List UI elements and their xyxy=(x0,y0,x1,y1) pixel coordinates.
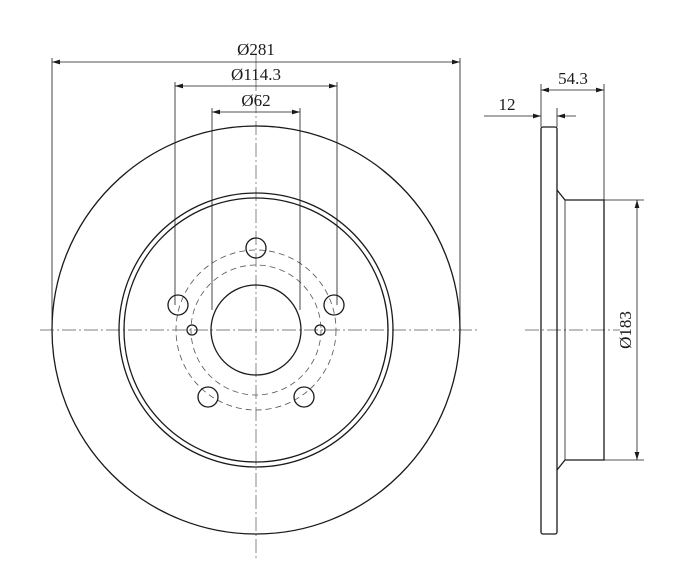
center-bore-label: Ø62 xyxy=(241,91,270,110)
bolt-hole xyxy=(293,386,315,408)
height-label: 54.3 xyxy=(558,69,588,88)
disc-hat-profile xyxy=(556,189,605,471)
locating-hole xyxy=(314,324,326,336)
outer-diameter-label: Ø281 xyxy=(237,40,275,59)
dimension-thickness: 12 xyxy=(484,95,576,127)
dimension-pcd: Ø114.3 xyxy=(174,65,338,305)
bolt-hole xyxy=(167,294,189,316)
side-view: 54.3 12 Ø183 xyxy=(484,69,644,535)
hat-diameter-label: Ø183 xyxy=(616,311,635,349)
disc-friction-ring xyxy=(540,126,558,535)
hidden-circle-bolt-pcd xyxy=(190,264,322,396)
center-bore xyxy=(210,284,302,376)
pcd-label: Ø114.3 xyxy=(231,65,281,84)
bolt-hole xyxy=(245,237,267,259)
hidden-circle-large xyxy=(175,249,337,411)
front-view: Ø281 Ø114.3 Ø62 xyxy=(40,40,480,560)
locating-hole xyxy=(186,324,198,336)
hat-outer-ring xyxy=(118,192,394,468)
bolt-hole xyxy=(323,294,345,316)
dimension-hat-diameter: Ø183 xyxy=(604,199,644,461)
thickness-label: 12 xyxy=(499,95,516,114)
dimension-center-bore: Ø62 xyxy=(211,91,301,310)
hat-inner-ring xyxy=(123,197,389,463)
dimension-outer-diameter: Ø281 xyxy=(51,40,461,330)
bolt-hole xyxy=(197,386,219,408)
dimension-height: 54.3 xyxy=(540,69,605,200)
